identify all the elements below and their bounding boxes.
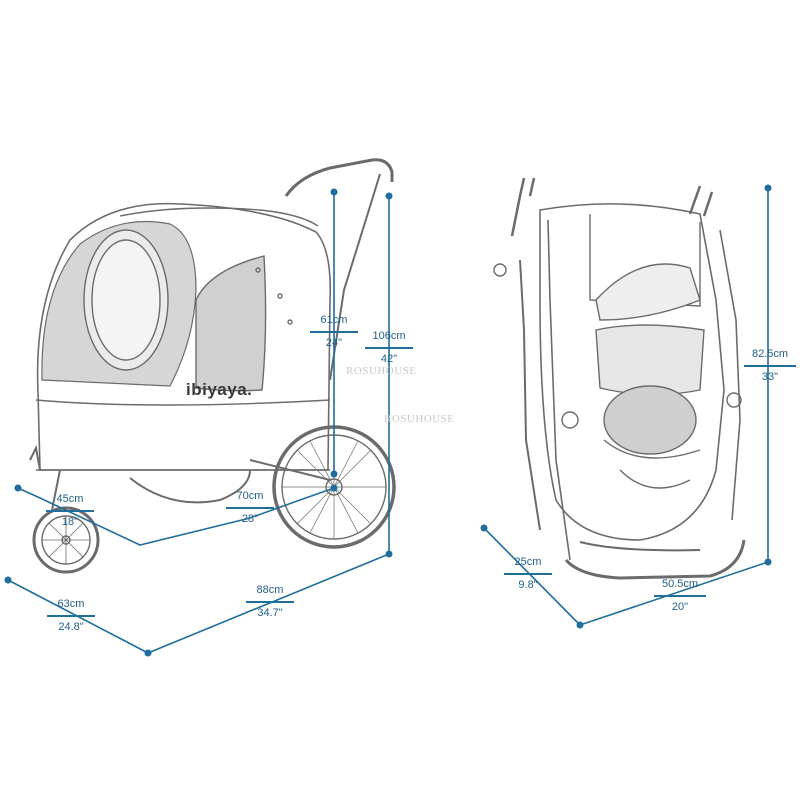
dim-label-width: 63cm 24.8"	[47, 594, 95, 638]
dim-metric: 45cm	[46, 489, 94, 512]
dim-label-folded-height: 82.5cm 33"	[744, 344, 796, 388]
dimension-lines	[4, 184, 772, 657]
dim-imperial: 33"	[761, 371, 779, 383]
dim-imperial: 28"	[241, 513, 259, 525]
dim-metric: 70cm	[226, 486, 274, 509]
dim-imperial: 42"	[380, 353, 398, 365]
stroller-side-view	[29, 158, 396, 574]
brand-logo-text: ibiyaya.	[186, 380, 253, 399]
stroller-folded-view	[493, 177, 746, 580]
watermark: ROSUHOUSE	[384, 413, 455, 425]
dim-metric: 25cm	[504, 552, 552, 575]
dim-point	[480, 524, 488, 532]
dim-metric: 63cm	[47, 594, 95, 617]
dim-imperial: 9.8"	[518, 579, 538, 591]
dim-point	[330, 470, 338, 478]
dim-label-folded-depth: 25cm 9.8"	[504, 552, 552, 596]
dim-label-front-wheel: 45cm 18"	[46, 489, 94, 533]
watermark: ROSUHOUSE	[346, 365, 417, 377]
dim-imperial: 24"	[325, 337, 343, 349]
dim-label-total-height: 106cm 42"	[365, 326, 413, 370]
dim-imperial: 18"	[61, 516, 79, 528]
dim-line-rear-wheel	[249, 487, 335, 519]
dim-label-handle-height: 61cm 24"	[310, 310, 358, 354]
dim-label-length: 88cm 34.7"	[246, 580, 294, 624]
dim-metric: 50.5cm	[654, 574, 706, 597]
dim-metric: 61cm	[310, 310, 358, 333]
dim-line-length	[147, 553, 390, 654]
dim-point	[4, 576, 12, 584]
dim-imperial: 34.7"	[257, 607, 283, 619]
dim-point	[385, 192, 393, 200]
dim-imperial: 20"	[671, 601, 689, 613]
dim-line-folded-width	[579, 561, 769, 626]
dim-point	[330, 188, 338, 196]
dim-metric: 88cm	[246, 580, 294, 603]
dim-line-folded-depth	[483, 527, 581, 626]
dim-imperial: 24.8"	[58, 621, 84, 633]
dim-point	[764, 184, 772, 192]
dim-line-front-wheel	[17, 487, 251, 546]
dim-point	[14, 484, 22, 492]
dim-metric: 82.5cm	[744, 344, 796, 367]
dim-label-rear-wheel: 70cm 28"	[226, 486, 274, 530]
dim-point	[330, 484, 338, 492]
dim-metric: 106cm	[365, 326, 413, 349]
dim-label-folded-width: 50.5cm 20"	[654, 574, 706, 618]
